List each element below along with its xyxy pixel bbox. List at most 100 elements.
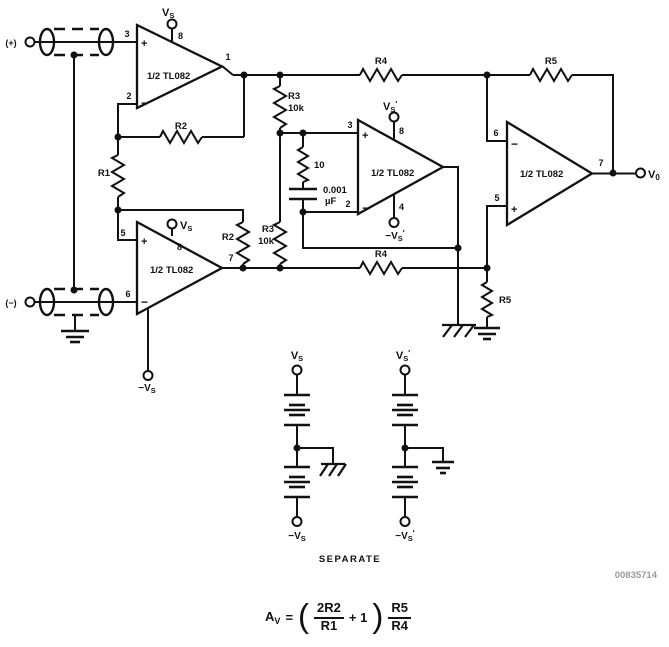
vs-prime-terminal — [399, 364, 411, 376]
battery-stack-vs-prime: VS′ −VS′ — [392, 349, 454, 543]
neg-vs-label: −VS — [288, 531, 306, 543]
battery-plates-top — [284, 393, 310, 427]
r2-bottom-label: R2 — [222, 232, 234, 243]
opamp-a3: + − 1/2 TL082 3 2 8 4 VS′ −VS′ — [345, 100, 446, 243]
resistors — [109, 66, 573, 318]
junction-dot — [114, 206, 122, 214]
junction-dot — [299, 129, 307, 137]
junction-dot — [239, 264, 247, 272]
minus-mark: − — [141, 96, 148, 110]
wire-a1-out-diag — [221, 65, 234, 76]
pin5-label: 5 — [120, 228, 125, 238]
opamp-part-label: 1/2 TL082 — [520, 169, 563, 180]
junction-dot — [70, 51, 78, 59]
separate-label: SEPARATE — [319, 554, 381, 565]
pin1-label: 1 — [225, 52, 230, 62]
resistor-r1 — [109, 154, 126, 198]
plus-mark: + — [141, 38, 147, 50]
junction-dot — [293, 444, 301, 452]
opamp-triangle — [356, 118, 446, 216]
neg-vs-label: −VS — [138, 383, 156, 395]
vs-prime-label: VS′ — [383, 100, 397, 114]
plus-mark: + — [511, 204, 517, 216]
battery-plates-bottom — [284, 465, 310, 499]
battery-stack-vs: VS −VS — [284, 350, 347, 543]
pos-input-label: (+) — [5, 38, 16, 48]
neg-vs-prime-label: −VS′ — [395, 529, 415, 543]
plus-mark: + — [362, 130, 368, 142]
pin8-label: 8 — [177, 242, 182, 252]
opamp-a4: − + 1/2 TL082 6 5 7 — [493, 119, 604, 228]
cap-value-label: 0.001 — [323, 185, 347, 196]
pin2-label: 2 — [126, 91, 131, 101]
vs-label: VS — [180, 220, 192, 233]
chassis-ground-driven — [442, 323, 476, 338]
pin3-label: 3 — [347, 120, 352, 130]
r5-top-label: R5 — [545, 56, 558, 67]
pin3-label: 3 — [124, 29, 129, 39]
battery-leads — [404, 374, 444, 517]
r2-top-label: R2 — [175, 121, 187, 132]
figure-code: 00835714 — [614, 570, 657, 581]
pos-input-terminal — [24, 36, 36, 48]
neg-input-terminal — [24, 296, 36, 308]
r3-bottom-label: R3 — [262, 224, 274, 235]
junction-dot — [276, 129, 284, 137]
minus-mark: − — [362, 201, 369, 215]
resistor-10ohm — [296, 146, 311, 183]
coax-left-ring — [38, 287, 56, 317]
junction-dot — [483, 71, 491, 79]
vs-prime-terminal — [388, 111, 400, 123]
junction-dots — [70, 51, 617, 452]
junction-dot — [483, 264, 491, 272]
vs-label: VS — [291, 350, 303, 363]
r10-label: 10 — [314, 160, 325, 171]
neg-vs-terminal — [291, 516, 303, 527]
junction-dot — [240, 71, 248, 79]
battery-leads — [296, 374, 334, 517]
compensation-capacitor — [289, 187, 317, 201]
vs-terminal — [291, 364, 303, 376]
earth-ground-vs-prime — [432, 460, 454, 475]
close-paren: ) — [372, 596, 384, 634]
junction-dot — [114, 133, 122, 141]
pin6-label: 6 — [493, 128, 498, 138]
junction-dot — [609, 169, 617, 177]
minus-mark: − — [141, 295, 148, 309]
resistor-r5-bottom — [480, 281, 495, 318]
gain-symbol: AV — [265, 608, 281, 626]
pin7-label: 7 — [228, 253, 233, 263]
r3-top-label: R3 — [288, 91, 300, 102]
resistor-r4-bottom — [359, 259, 403, 276]
opamp-triangle — [505, 119, 595, 228]
wire-a4-pin6 — [486, 75, 507, 142]
pin8-label: 8 — [178, 31, 183, 41]
pin5-label: 5 — [494, 193, 499, 203]
earth-ground-r5 — [474, 326, 500, 341]
pin6-label: 6 — [125, 289, 130, 299]
resistor-r4-top — [359, 66, 403, 83]
wire-a1-pin2 — [117, 103, 137, 137]
opamp-triangle — [135, 23, 225, 110]
opamp-part-label: 1/2 TL082 — [150, 265, 193, 276]
pin8-label: 8 — [399, 126, 404, 136]
junction-dot — [276, 264, 284, 272]
wire-a3-output — [443, 166, 459, 325]
junction-dot — [454, 244, 462, 252]
wire-a2-pin5 — [117, 210, 137, 241]
circuit-schematic: (+) (−) + − 1/2 TL082 3 2 1 8 VS + − 1/2… — [5, 7, 660, 565]
junction-dot — [401, 444, 409, 452]
pin4-label: 4 — [399, 202, 404, 212]
neg-vs-prime-label: −VS′ — [385, 229, 405, 243]
vs-label: VS — [162, 7, 174, 20]
neg-input-label: (−) — [5, 298, 16, 308]
resistor-r2-top — [159, 128, 203, 145]
coax-left-ring — [38, 27, 56, 57]
r1-label: R1 — [98, 168, 111, 179]
plus-one: + 1 — [348, 609, 368, 625]
neg-vs-prime-terminal — [388, 217, 400, 228]
